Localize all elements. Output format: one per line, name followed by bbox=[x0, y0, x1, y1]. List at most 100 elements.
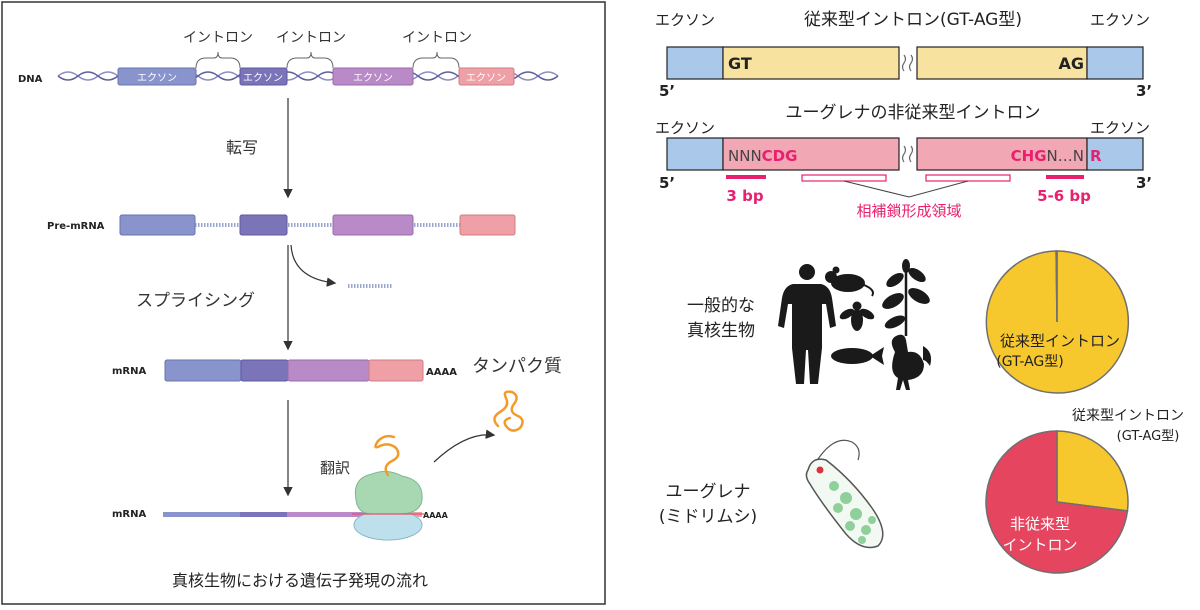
canonical-exon-label-right: エクソン bbox=[1090, 11, 1150, 29]
noncanonical-five-prime: 5’ bbox=[659, 174, 675, 192]
seq-nnn: NNN bbox=[728, 147, 762, 165]
pre-mrna-exon-3 bbox=[332, 214, 414, 236]
bp-label-right: 5-6 bp bbox=[1037, 187, 1091, 205]
intron-label-3: イントロン bbox=[402, 30, 472, 46]
noncanonical-three-prime: 3’ bbox=[1136, 174, 1152, 192]
pie1-slice-other bbox=[1055, 250, 1058, 323]
fish-icon bbox=[831, 347, 884, 365]
noncanonical-intron-right bbox=[916, 137, 1088, 171]
release-arrow bbox=[433, 429, 496, 463]
splicing-label: スプライシング bbox=[136, 291, 255, 311]
pre-mrna-exon-4 bbox=[459, 214, 516, 236]
canonical-title: 従来型イントロン(GT-AG型) bbox=[804, 10, 1022, 30]
chicken-icon bbox=[891, 334, 932, 390]
noncanonical-title: ユーグレナの非従来型イントロン bbox=[786, 103, 1041, 123]
left-caption: 真核生物における遺伝子発現の流れ bbox=[172, 571, 428, 590]
canonical-three-prime: 3’ bbox=[1136, 82, 1152, 100]
human-silhouette-icon bbox=[778, 264, 836, 384]
mrna-thin-seg-3 bbox=[287, 512, 368, 517]
pie2-slice-noncanonical bbox=[985, 430, 1129, 574]
noncanonical-break-mark bbox=[901, 145, 914, 163]
dna-exon-label-4: エクソン bbox=[466, 72, 506, 84]
mrna-exon-2 bbox=[240, 359, 289, 382]
complementary-box-left bbox=[801, 174, 887, 182]
ag-label: AG bbox=[1058, 54, 1084, 73]
pie-chart-euglena: 従来型イントロン (GT-AG型) 非従来型 イントロン bbox=[985, 408, 1184, 574]
canonical-five-prime: 5’ bbox=[659, 82, 675, 100]
noncanonical-intron-left bbox=[722, 137, 900, 171]
pie1-label-line1: 従来型イントロン bbox=[1000, 332, 1120, 350]
noncanonical-left-seq: NNNCDG bbox=[728, 147, 797, 165]
bp-bar-right bbox=[1046, 175, 1084, 179]
noncanonical-exon-right bbox=[1086, 137, 1144, 171]
mrna-thin-seg-1 bbox=[163, 512, 240, 517]
translation-label: 翻訳 bbox=[320, 459, 350, 477]
intron-brace-3 bbox=[412, 51, 460, 69]
canonical-exon-left bbox=[666, 46, 724, 80]
mrna-label-2: mRNA bbox=[112, 509, 146, 520]
pre-mrna-exon-2 bbox=[239, 214, 288, 236]
seq-cdg: CDG bbox=[762, 147, 798, 165]
canonical-intron-left bbox=[722, 46, 900, 80]
intron-label-1: イントロン bbox=[183, 30, 253, 46]
mrna-polya-2: AAAA bbox=[423, 511, 449, 520]
mrna-polya-1: AAAA bbox=[426, 367, 457, 378]
complementary-box-right bbox=[925, 174, 1011, 182]
dna-exon-label-2: エクソン bbox=[243, 72, 283, 84]
pre-mrna-exon-1 bbox=[119, 214, 196, 236]
intron-brace-2 bbox=[286, 51, 334, 69]
mrna-exon-3 bbox=[287, 359, 370, 382]
left-panel-frame bbox=[1, 1, 606, 605]
pie-chart-eukaryote: 従来型イントロン (GT-AG型) bbox=[985, 250, 1130, 394]
intron-brace-1 bbox=[195, 51, 241, 69]
pie2-outer-label-line1: 従来型イントロン bbox=[1072, 408, 1184, 424]
noncanonical-right-seq: CHGN…N bbox=[1011, 147, 1084, 165]
dna-exon-label-3: エクソン bbox=[353, 72, 393, 84]
dna-exon-3 bbox=[332, 67, 414, 86]
noncanonical-exon-label-right: エクソン bbox=[1090, 119, 1150, 137]
complementary-label: 相補鎖形成領域 bbox=[856, 202, 961, 220]
pie2-inner-label-line1: 非従来型 bbox=[1010, 515, 1070, 533]
mrna-exon-4 bbox=[368, 359, 424, 382]
gt-label: GT bbox=[728, 54, 752, 73]
nascent-peptide bbox=[374, 434, 400, 477]
excised-intron-arrow bbox=[290, 244, 337, 287]
bp-label-left: 3 bp bbox=[726, 187, 763, 205]
noncanonical-exon-left bbox=[666, 137, 724, 171]
transcription-label: 転写 bbox=[226, 138, 258, 157]
pre-mrna-label: Pre-mRNA bbox=[47, 221, 105, 232]
dna-exon-4 bbox=[458, 67, 515, 86]
dna-label: DNA bbox=[18, 74, 43, 85]
eukaryote-label-line1: 一般的な bbox=[687, 296, 755, 316]
canonical-exon-right bbox=[1086, 46, 1144, 80]
intron-label-2: イントロン bbox=[276, 30, 346, 46]
canonical-break-mark bbox=[901, 54, 914, 72]
folded-protein bbox=[493, 390, 524, 432]
pie2-outer-label-line2: (GT-AG型) bbox=[1117, 429, 1180, 444]
bp-bar-left bbox=[726, 175, 766, 179]
seq-n-n: N…N bbox=[1047, 147, 1084, 165]
pie2-slice-canonical bbox=[1056, 430, 1129, 512]
seq-r: R bbox=[1090, 147, 1102, 165]
complementary-connector bbox=[843, 180, 969, 198]
eukaryote-label-line2: 真核生物 bbox=[687, 321, 755, 341]
seq-chg: CHG bbox=[1011, 147, 1047, 165]
protein-label: タンパク質 bbox=[472, 356, 562, 377]
mouse-icon bbox=[825, 266, 874, 297]
euglena-label-line1: ユーグレナ bbox=[666, 482, 751, 502]
dna-exon-1 bbox=[117, 67, 197, 86]
dna-exon-label-1: エクソン bbox=[137, 72, 177, 84]
noncanonical-exon-label-left: エクソン bbox=[655, 119, 715, 137]
pie2-inner-label-line2: イントロン bbox=[1002, 536, 1077, 554]
dna-exon-2 bbox=[239, 67, 288, 86]
fly-icon bbox=[839, 301, 875, 331]
canonical-exon-label-left: エクソン bbox=[655, 11, 715, 29]
plant-icon bbox=[882, 259, 930, 336]
euglena-icon bbox=[805, 439, 884, 549]
mrna-thin-seg-2 bbox=[240, 512, 287, 517]
euglena-label-line2: (ミドリムシ) bbox=[659, 507, 757, 527]
mrna-exon-1 bbox=[164, 359, 242, 382]
mrna-label-1: mRNA bbox=[112, 366, 146, 377]
pie1-label-line2: (GT-AG型) bbox=[996, 354, 1063, 370]
